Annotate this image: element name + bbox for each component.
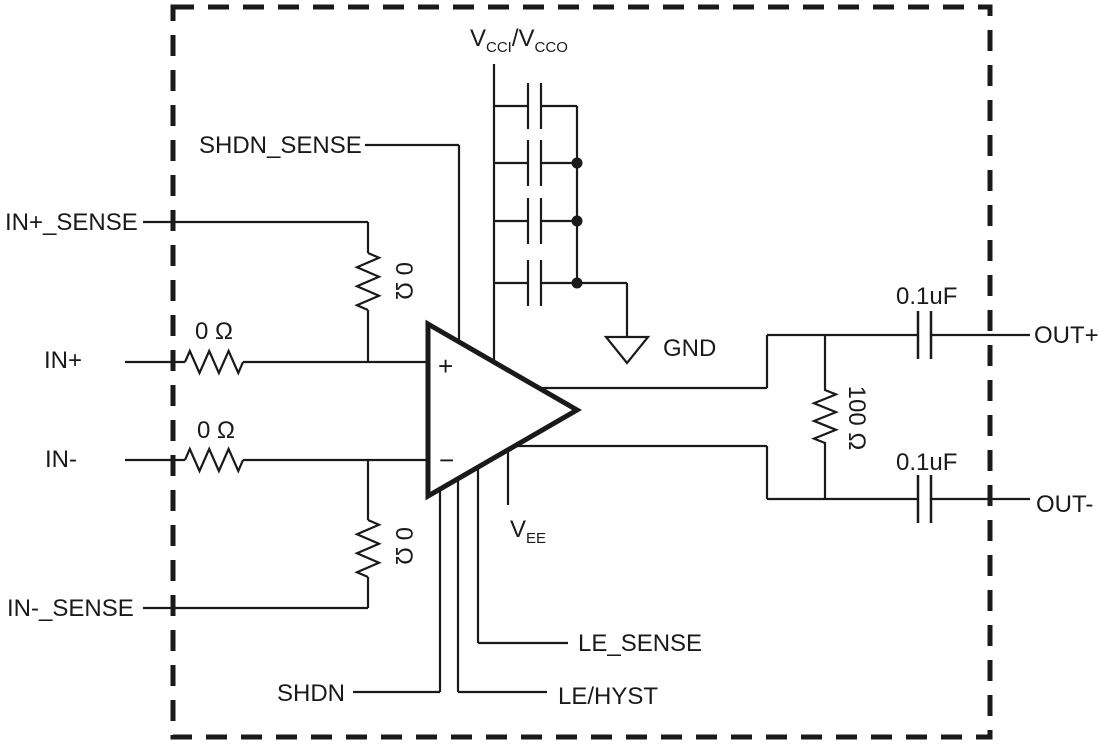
label-r-in-plus-sense: 0 Ω bbox=[390, 262, 417, 300]
label-gnd: GND bbox=[663, 335, 717, 362]
bypass-cap-4 bbox=[494, 260, 577, 306]
label-c-out-plus: 0.1uF bbox=[896, 283, 958, 310]
label-vcc: VCCI/VCCO bbox=[470, 25, 568, 55]
vcc-base: V bbox=[470, 25, 487, 52]
out-minus-wire bbox=[515, 444, 1030, 501]
junction-dot bbox=[571, 277, 583, 289]
label-r-in-plus: 0 Ω bbox=[195, 318, 233, 345]
comparator-symbol bbox=[425, 319, 583, 501]
in-plus-sense-wire bbox=[143, 220, 370, 362]
comparator-plus-sign: + bbox=[438, 351, 454, 381]
gnd-symbol bbox=[603, 335, 651, 365]
bypass-cap-2 bbox=[494, 140, 577, 186]
label-shdn-sense: SHDN_SENSE bbox=[199, 132, 362, 159]
in-minus-resistor bbox=[183, 446, 245, 474]
label-r-in-minus-sense: 0 Ω bbox=[390, 527, 417, 565]
bypass-cap-1 bbox=[494, 83, 577, 129]
out-load-resistor bbox=[811, 335, 839, 499]
label-c-out-minus: 0.1uF bbox=[896, 449, 958, 476]
in-minus-sense-wire bbox=[143, 460, 370, 610]
out-minus-cap bbox=[916, 475, 933, 523]
out-plus-cap bbox=[916, 311, 933, 359]
out-plus-wire bbox=[539, 333, 1030, 390]
label-le-hyst: LE/HYST bbox=[558, 683, 659, 710]
label-in-minus-sense: IN-_SENSE bbox=[7, 595, 134, 622]
label-shdn: SHDN bbox=[277, 680, 346, 707]
le-hyst-wire bbox=[456, 479, 547, 694]
vcc-mid: /V bbox=[511, 25, 535, 52]
label-vee: VEE bbox=[510, 516, 546, 546]
in-plus-resistor bbox=[183, 348, 245, 376]
shdn-sense-wire bbox=[365, 143, 461, 342]
in-minus-sense-resistor bbox=[354, 518, 382, 579]
label-le-sense: LE_SENSE bbox=[578, 630, 703, 657]
in-plus-sense-resistor bbox=[354, 251, 382, 312]
bypass-cap-3 bbox=[494, 198, 577, 244]
label-r-out: 100 Ω bbox=[843, 385, 870, 451]
junction-dot bbox=[571, 157, 583, 169]
label-r-in-minus: 0 Ω bbox=[197, 417, 235, 444]
board-outline bbox=[170, 4, 993, 740]
vcc-sub2: CCO bbox=[534, 38, 568, 56]
vee-sub: EE bbox=[526, 529, 547, 547]
label-out-plus: OUT+ bbox=[1034, 322, 1099, 349]
le-sense-wire bbox=[476, 467, 568, 645]
junction-dot bbox=[571, 215, 583, 227]
vee-base: V bbox=[510, 516, 527, 543]
shdn-wire bbox=[353, 489, 442, 694]
label-in-plus: IN+ bbox=[44, 347, 83, 374]
vcc-sub1: CCI bbox=[486, 38, 512, 56]
label-out-minus: OUT- bbox=[1036, 491, 1094, 518]
gnd-wire bbox=[577, 281, 629, 337]
label-in-minus: IN- bbox=[45, 446, 77, 473]
label-in-plus-sense: IN+_SENSE bbox=[5, 209, 138, 236]
comparator-minus-sign: − bbox=[439, 445, 455, 475]
